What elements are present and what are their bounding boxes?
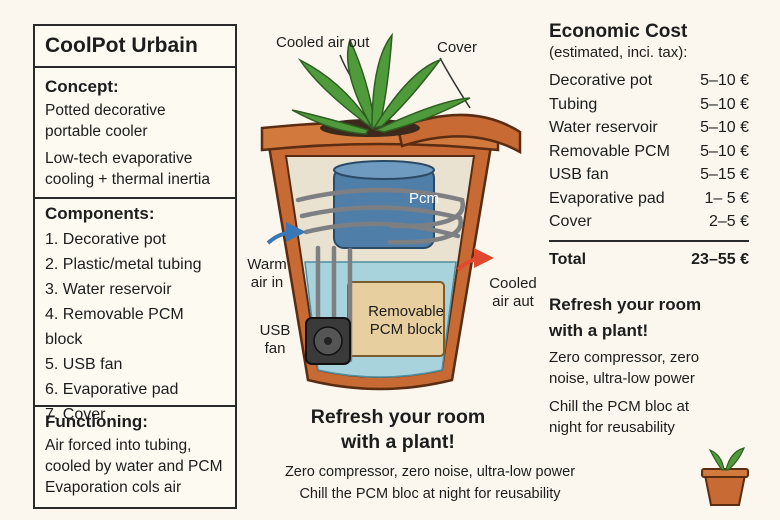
right-slogan: Refresh your room with a plant!	[549, 292, 749, 344]
right-subtext-line: Zero compressor, zero	[549, 349, 700, 366]
component-item: 3. Water reservoir	[45, 281, 172, 298]
right-slogan-line: with a plant!	[549, 321, 649, 340]
tubing-icon	[295, 187, 465, 363]
info-panel: CoolPot Urbain Concept: Potted decorativ…	[33, 24, 237, 509]
label-warm-air-2: air in	[250, 274, 284, 291]
plant-icon	[291, 32, 471, 137]
cost-total-row: Total 23–55 €	[549, 248, 749, 272]
label-usb-1: USB	[259, 322, 291, 339]
cost-note: (estimated, inci. tax):	[549, 44, 688, 61]
right-subtext-line: noise, ultra-low power	[549, 370, 695, 387]
cooled-air-arrow-icon	[456, 248, 494, 272]
concept-line: portable cooler	[45, 123, 148, 140]
concept-heading: Concept:	[45, 77, 119, 96]
cost-row: Removable PCM 5–10 €	[549, 140, 749, 164]
subtext-line: Zero compressor, zero noise, ultra-low p…	[284, 464, 576, 480]
label-cooled-air-out: Cooled air out	[276, 34, 370, 51]
concept-section: Concept: Potted decorative portable cool…	[35, 68, 235, 199]
label-warm-air-1: Warm	[247, 256, 287, 273]
component-item: 4. Removable PCM block	[45, 306, 184, 348]
cost-divider	[549, 239, 749, 242]
cost-item: Decorative pot	[549, 72, 653, 89]
small-plant-icon	[701, 447, 749, 506]
cost-row: Decorative pot 5–10 €	[549, 69, 749, 93]
cost-price: 5–10 €	[700, 95, 749, 113]
center-subtext: Zero compressor, zero noise, ultra-low p…	[252, 461, 608, 505]
cost-row: USB fan 5–15 €	[549, 163, 749, 187]
cost-total-label: Total	[549, 250, 587, 268]
cost-item: USB fan	[549, 166, 609, 183]
right-subtext-para: Chill the PCM bloc at night for reusabili…	[549, 396, 749, 438]
component-item: 7. Cover	[45, 406, 106, 423]
right-slogan-line: Refresh your room	[549, 295, 702, 314]
right-subtext: Zero compressor, zero noise, ultra-low po…	[549, 347, 749, 445]
functioning-section: Functioning: Air forced into tubing, coo…	[35, 407, 235, 498]
cost-item: Tubing	[549, 95, 598, 113]
cost-table: Economic Cost (estimated, inci. tax): De…	[549, 20, 749, 271]
label-cover: Cover	[437, 39, 478, 56]
right-subtext-line: night for reusability	[549, 419, 675, 436]
center-slogan: Refresh your room with a plant!	[258, 405, 538, 455]
cost-row: Water reservoir 5–10 €	[549, 116, 749, 140]
cost-price: 5–10 €	[700, 119, 749, 136]
component-item: 1. Decorative pot	[45, 231, 166, 248]
functioning-line: Evaporation cols air	[45, 479, 182, 496]
cost-price: 2–5 €	[708, 213, 749, 230]
label-pcm: Pcm	[409, 190, 439, 207]
cost-price: 5–15 €	[700, 166, 749, 183]
cover-icon	[396, 113, 522, 155]
label-removable-1: Removable	[368, 303, 444, 320]
slogan-line: Refresh your room	[310, 406, 486, 428]
concept-line: cooling + thermal inertia	[45, 171, 210, 188]
cost-row: Evaporative pad 1– 5 €	[549, 187, 749, 211]
cost-row: Cover 2–5 €	[549, 210, 749, 234]
warm-air-arrow-icon	[266, 222, 306, 245]
components-list: 1. Decorative pot 2. Plastic/metal tubin…	[45, 227, 225, 427]
cost-row: Tubing 5–10 €	[549, 93, 749, 117]
subtext-line: Chill the PCM bloc at night for reusabil…	[299, 486, 561, 502]
functioning-heading: Functioning:	[45, 412, 148, 431]
label-cooled-air-2: air aut	[492, 293, 534, 310]
cost-total-value: 23–55 €	[691, 250, 749, 268]
functioning-line: Air forced into tubing,	[45, 437, 192, 454]
label-removable-2: PCM block	[369, 321, 443, 338]
label-cooled-air-1: Cooled	[489, 275, 537, 292]
component-item: 6. Evaporative pad	[45, 381, 179, 398]
concept-line: Low-tech evaporative	[45, 150, 193, 167]
cost-price: 5–10 €	[700, 142, 749, 160]
concept-line: Potted decorative	[45, 102, 166, 119]
right-subtext-para: Zero compressor, zero noise, ultra-low po…	[549, 347, 749, 389]
right-subtext-line: Chill the PCM bloc at	[549, 398, 690, 415]
cost-item: Evaporative pad	[549, 189, 665, 207]
cost-price: 1– 5 €	[704, 189, 749, 207]
cost-item: Removable PCM	[549, 142, 670, 160]
cost-title: Economic Cost	[549, 21, 688, 42]
components-heading: Components:	[45, 204, 155, 223]
functioning-line: cooled by water and PCM	[45, 458, 223, 475]
component-item: 5. USB fan	[45, 356, 123, 373]
cost-item: Cover	[549, 213, 592, 230]
components-section: Components: 1. Decorative pot 2. Plastic…	[35, 199, 235, 423]
component-item: 2. Plastic/metal tubing	[45, 256, 202, 273]
label-usb-2: fan	[264, 340, 286, 357]
slogan-line: with a plant!	[341, 431, 455, 453]
brand-title: CoolPot Urbain	[35, 26, 235, 68]
cost-price: 5–10 €	[700, 72, 749, 89]
cost-item: Water reservoir	[549, 119, 658, 136]
